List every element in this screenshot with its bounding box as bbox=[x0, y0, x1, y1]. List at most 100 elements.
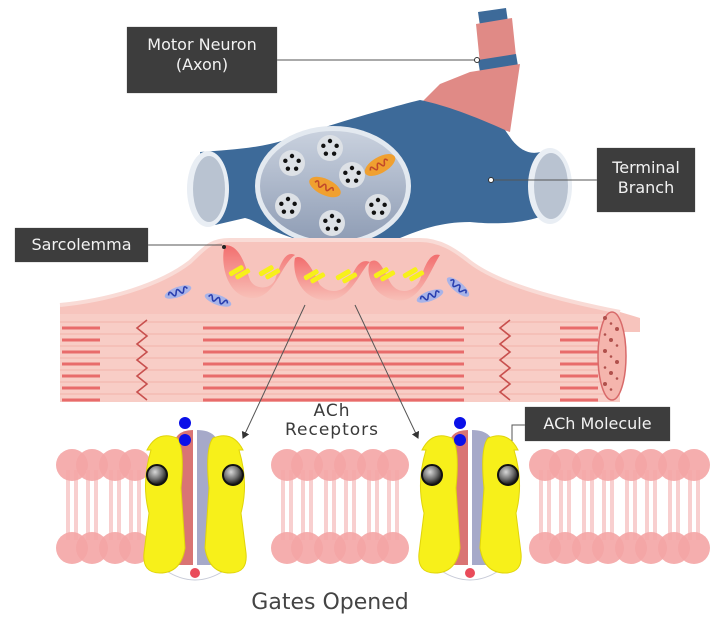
channel-pore bbox=[194, 430, 196, 568]
sarcolemma-pointer bbox=[222, 245, 226, 249]
fiber-end-dots bbox=[603, 316, 619, 391]
junctional-fold bbox=[294, 257, 370, 301]
squiggle-halo bbox=[416, 289, 444, 303]
lipid-head bbox=[377, 532, 409, 564]
neurotransmitter-dot bbox=[333, 226, 339, 231]
sarcolemma-receptor bbox=[335, 269, 358, 284]
sarcolemma-receptor bbox=[373, 267, 396, 282]
synaptic-vesicle bbox=[339, 162, 365, 188]
channel-yellow-right bbox=[479, 435, 522, 574]
myofibrils bbox=[60, 321, 620, 402]
neurotransmitter-dot bbox=[293, 166, 299, 171]
sarcolemma-receptor bbox=[303, 269, 326, 284]
receptor-subunit bbox=[373, 267, 389, 279]
neurotransmitter-dot bbox=[369, 202, 374, 208]
neurotransmitter-dot bbox=[325, 226, 331, 231]
fiber-end-dot bbox=[609, 322, 613, 325]
ach-receptors-label: ACh Receptors bbox=[262, 402, 402, 440]
lipid-head bbox=[592, 532, 624, 564]
lipid-tail bbox=[696, 470, 700, 540]
lipid-tail bbox=[547, 470, 551, 540]
lipid-head bbox=[635, 532, 667, 564]
receptor-subunit bbox=[303, 269, 319, 281]
lipid-head bbox=[377, 449, 409, 481]
lipid-tail bbox=[129, 470, 133, 540]
myelin-sheath-lower bbox=[420, 64, 520, 132]
motor-neuron-label-line1: Motor Neuron bbox=[147, 35, 257, 54]
receptor-subunit bbox=[402, 267, 418, 279]
terminal-branch-pointer bbox=[488, 177, 494, 183]
synaptic-vesicle bbox=[317, 135, 343, 161]
lipid-tail bbox=[94, 470, 98, 540]
lipid-head bbox=[119, 449, 151, 481]
acetylcholinesterase-squiggles bbox=[164, 277, 470, 307]
receptor-subunit bbox=[265, 268, 281, 280]
lipid-tail bbox=[387, 470, 391, 540]
neurotransmitter-dot bbox=[329, 213, 335, 219]
fiber-end-dot bbox=[615, 327, 619, 331]
lipid-tail bbox=[137, 470, 141, 540]
neurotransmitter-dot bbox=[321, 143, 326, 149]
lipid-tail bbox=[602, 470, 606, 540]
channel-yellow-right bbox=[204, 435, 247, 574]
fiber-end-dot bbox=[603, 366, 607, 369]
lipid-tail bbox=[309, 470, 313, 540]
channel-yellow-left bbox=[418, 435, 461, 574]
receptor-arrow-right bbox=[354, 304, 420, 439]
vesicle-membrane bbox=[317, 135, 343, 161]
synaptic-vesicle bbox=[279, 150, 305, 176]
ach-molecule bbox=[497, 464, 519, 486]
receptor-subunit bbox=[228, 265, 244, 277]
receptor-subunit bbox=[409, 270, 425, 282]
fiber-end-dot bbox=[609, 338, 613, 342]
enzyme-squiggle bbox=[204, 293, 232, 307]
sarcolemma-receptor bbox=[258, 265, 281, 280]
lipid-head bbox=[678, 532, 710, 564]
z-line bbox=[498, 319, 512, 401]
lipid-tail bbox=[645, 470, 649, 540]
synaptic-vesicle bbox=[365, 194, 391, 220]
neurotransmitter-dot bbox=[345, 178, 351, 183]
synaptic-vesicles bbox=[275, 135, 391, 236]
receptor-subunit bbox=[342, 272, 358, 284]
lipid-tail bbox=[367, 470, 371, 540]
lipid-tail bbox=[395, 470, 399, 540]
channel-pore bbox=[469, 430, 471, 568]
motor-neuron-label: Motor Neuron (Axon) bbox=[127, 27, 277, 93]
squiggle-line bbox=[419, 290, 440, 301]
lipid-head bbox=[678, 449, 710, 481]
ion-blue bbox=[179, 434, 191, 446]
neurotransmitter-dot bbox=[349, 165, 355, 171]
fiber-end-dot bbox=[603, 316, 607, 320]
z-line bbox=[135, 319, 149, 401]
fiber-end-dot bbox=[609, 355, 613, 358]
ach-molecule-label-text: ACh Molecule bbox=[543, 414, 652, 433]
squiggle-halo bbox=[204, 293, 232, 307]
lipid-tail bbox=[559, 470, 563, 540]
sarcolemma-ach-receptors bbox=[228, 265, 425, 284]
lipid-head bbox=[291, 449, 323, 481]
ach-molecule-label: ACh Molecule bbox=[525, 407, 670, 441]
motor-neuron-label-line2: (Axon) bbox=[175, 55, 229, 74]
right-branch-interior bbox=[534, 153, 568, 219]
neurotransmitter-dot bbox=[356, 170, 361, 176]
neurotransmitter-dot bbox=[353, 178, 359, 183]
fiber-end-dot bbox=[615, 377, 619, 380]
neurotransmitter-dot bbox=[283, 158, 288, 164]
fiber-end-dot bbox=[615, 344, 619, 347]
enzyme-squiggle bbox=[164, 285, 192, 299]
muscle-fiber bbox=[59, 238, 640, 402]
ion-red bbox=[190, 568, 200, 578]
fiber-end-dot bbox=[603, 382, 607, 386]
lipid-tail bbox=[567, 470, 571, 540]
neurotransmitter-dot bbox=[289, 153, 295, 159]
lipid-tail bbox=[582, 470, 586, 540]
motor-neuron-pointer bbox=[474, 57, 480, 63]
ion-channels bbox=[143, 417, 522, 581]
receptor-subunit bbox=[258, 265, 274, 277]
enzyme-squiggle bbox=[416, 289, 444, 303]
neurotransmitter-dot bbox=[296, 158, 301, 164]
squiggle-halo bbox=[446, 277, 470, 297]
neurotransmitter-dot bbox=[379, 210, 385, 215]
